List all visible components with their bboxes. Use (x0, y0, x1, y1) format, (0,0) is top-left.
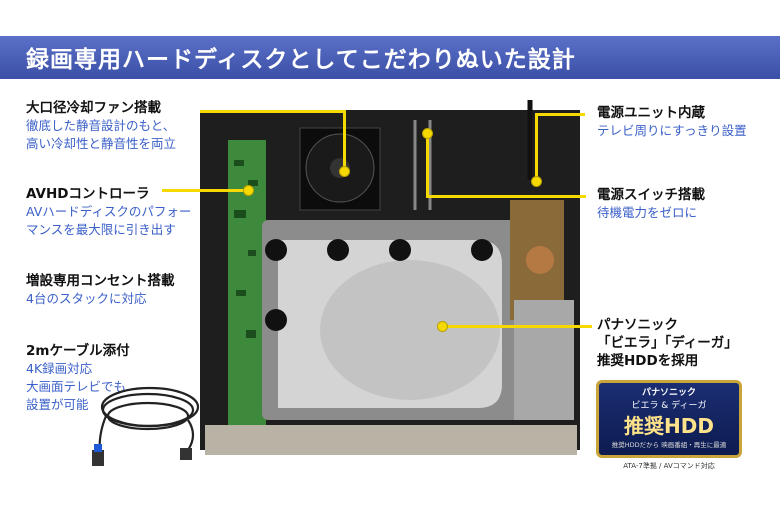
feature-heading: 2mケーブル添付 (26, 343, 130, 359)
feature-power-switch: 電源スイッチ搭載 待機電力をゼロに (597, 186, 705, 222)
feature-outlet: 増設専用コンセント搭載 4台のスタックに対応 (26, 272, 175, 308)
title-banner: 録画専用ハードディスクとしてこだわりぬいた設計 (0, 36, 780, 79)
feature-recommended-hdd: パナソニック 「ビエラ」「ディーガ」 推奨HDDを採用 (597, 316, 738, 370)
feature-heading: 電源スイッチ搭載 (597, 187, 705, 203)
hdd-enclosure-image (200, 100, 580, 455)
feature-avhd-controller: AVHDコントローラ AVハードディスクのパフォー マンスを最大限に引き出す (26, 185, 191, 239)
callout-line-power-unit (535, 113, 585, 116)
feature-desc: 4K録画対応 大画面テレビでも 設置が可能 (26, 361, 127, 412)
callout-line-hdd (442, 325, 592, 328)
feature-power-unit: 電源ユニット内蔵 テレビ周りにすっきり設置 (597, 104, 747, 140)
feature-cooling-fan: 大口径冷却ファン搭載 徹底した静音設計のもと、 高い冷却性と静音性を両立 (26, 99, 176, 153)
feature-cable: 2mケーブル添付 4K録画対応 大画面テレビでも 設置が可能 (26, 342, 130, 414)
badge-subtext: 推奨HDDだから 映画番組・再生に最適 (611, 441, 727, 449)
callout-line-switch (426, 195, 586, 198)
feature-heading: 増設専用コンセント搭載 (26, 273, 175, 289)
badge-products: ビエラ & ディーガ (631, 401, 707, 411)
callout-line-controller (162, 189, 248, 192)
callout-dot-fan (339, 166, 350, 177)
callout-line-fan (200, 110, 345, 113)
feature-desc: テレビ周りにすっきり設置 (597, 123, 747, 138)
feature-heading: 電源ユニット内蔵 (597, 105, 705, 121)
callout-dot-hdd (437, 321, 448, 332)
page-title: 録画専用ハードディスクとしてこだわりぬいた設計 (26, 47, 576, 73)
feature-desc: 待機電力をゼロに (597, 205, 698, 220)
usb-cable-image (92, 386, 200, 466)
callout-dot-power-unit (531, 176, 542, 187)
badge-note: ATA-7準拠 / AVコマンド対応 (623, 462, 715, 470)
feature-heading: 大口径冷却ファン搭載 (26, 100, 161, 116)
feature-desc: 4台のスタックに対応 (26, 291, 147, 306)
badge-title: 推奨HDD (624, 414, 714, 438)
callout-line-switch-v (426, 132, 429, 197)
callout-dot-switch (422, 128, 433, 139)
callout-dot-controller (243, 185, 254, 196)
feature-desc: AVハードディスクのパフォー マンスを最大限に引き出す (26, 204, 192, 237)
badge-brand: パナソニック (641, 388, 696, 398)
recommended-hdd-badge: パナソニック ビエラ & ディーガ 推奨HDD 推奨HDDだから 映画番組・再生… (596, 380, 742, 458)
feature-heading: パナソニック 「ビエラ」「ディーガ」 推奨HDDを採用 (597, 317, 738, 369)
callout-line-fan-v (343, 110, 346, 170)
callout-line-power-unit-v (535, 113, 538, 180)
feature-desc: 徹底した静音設計のもと、 高い冷却性と静音性を両立 (26, 118, 177, 151)
feature-heading: AVHDコントローラ (26, 186, 150, 202)
